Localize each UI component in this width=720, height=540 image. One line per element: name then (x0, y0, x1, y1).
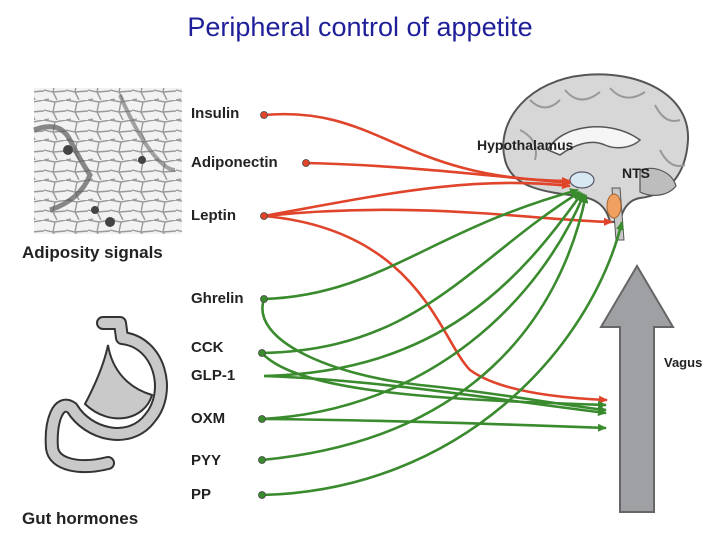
label-pp: PP (191, 486, 212, 503)
oxm-vagus-arrow (261, 417, 607, 432)
label-cck: CCK (191, 339, 224, 356)
label-nts: NTS (622, 165, 650, 181)
cck-hypothalamus-arrow (261, 190, 581, 355)
label-adiponectin: Adiponectin (191, 154, 278, 171)
glp1-vagus-arrow (263, 374, 607, 416)
glp1-arrow (263, 192, 584, 378)
label-glp1: GLP-1 (191, 367, 236, 384)
label-vagus: Vagus (664, 355, 703, 370)
leptin-vagus-arrow (263, 214, 608, 404)
ghrelin-hypothalamus-arrow (263, 188, 579, 301)
adiponectin-arrow (305, 161, 571, 187)
leptin-nts-arrow (263, 208, 613, 226)
stomach-image (44, 316, 168, 473)
label-leptin: Leptin (191, 207, 236, 224)
brain-image (502, 73, 690, 241)
hypothalamus-region (569, 171, 595, 189)
nts-region (606, 193, 622, 219)
label-pyy: PYY (191, 452, 222, 469)
label-ghrelin: Ghrelin (191, 290, 244, 307)
pyy-arrow (261, 194, 589, 462)
page-title: Peripheral control of appetite (187, 12, 533, 42)
vagus-arrow (599, 264, 675, 513)
oxm-arrow (261, 193, 586, 421)
label-insulin: Insulin (191, 105, 240, 122)
label-oxm: OXM (191, 410, 226, 427)
adiposity-signals-caption: Adiposity signals (22, 243, 163, 262)
cck-vagus-arrow (261, 352, 607, 409)
adipose-tissue-image (33, 88, 182, 234)
signal-source-dots (258, 111, 310, 499)
gut-hormones-caption: Gut hormones (22, 509, 139, 528)
leptin-hypothalamus-arrow (263, 181, 571, 218)
pp-arrow (261, 221, 624, 497)
label-hypothalamus: Hypothalamus (477, 137, 574, 153)
